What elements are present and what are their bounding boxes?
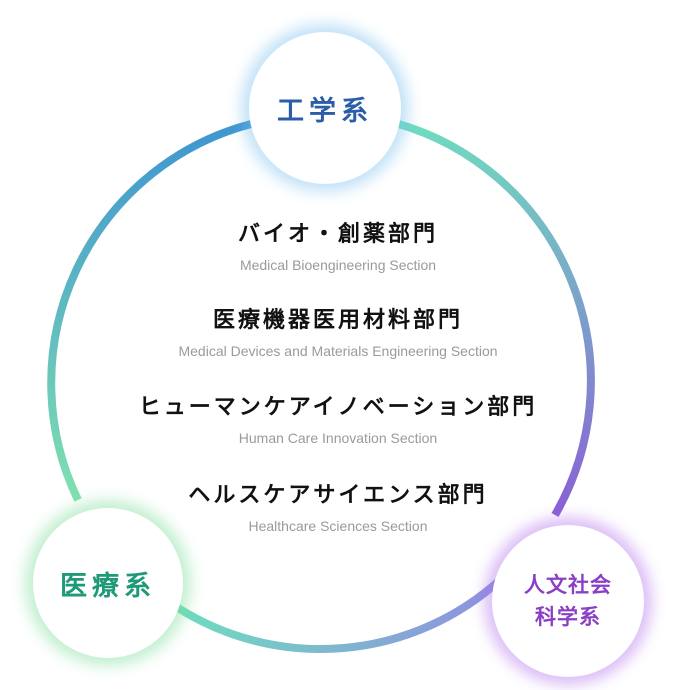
section-healthcare: ヘルスケアサイエンス部門 Healthcare Sciences Section [88, 482, 588, 536]
engineering-label: 工学系 [277, 95, 373, 127]
section-bio-jp: バイオ・創薬部門 [237, 222, 438, 247]
humanities-label: 人文社会 科学系 [524, 573, 612, 629]
medical-node: 医療系 [33, 508, 183, 658]
section-bio: バイオ・創薬部門 Medical Bioengineering Section [88, 221, 588, 275]
ring-arc-bottom [175, 577, 503, 653]
medical-label: 医療系 [60, 570, 156, 602]
humanities-node: 人文社会 科学系 [492, 525, 644, 677]
engineering-node: 工学系 [249, 32, 401, 184]
section-devices-jp: 医療機器医用材料部門 [212, 308, 463, 333]
section-devices-en: Medical Devices and Materials Engineerin… [178, 343, 498, 359]
section-human-care-en: Human Care Innovation Section [238, 430, 438, 446]
ring-arc-right [396, 119, 595, 517]
section-healthcare-jp: ヘルスケアサイエンス部門 [188, 483, 488, 508]
section-human-care: ヒューマンケアイノベーション部門 Human Care Innovation S… [88, 394, 588, 448]
section-healthcare-en: Healthcare Sciences Section [248, 518, 428, 534]
section-human-care-jp: ヒューマンケアイノベーション部門 [138, 395, 538, 420]
section-devices: 医療機器医用材料部門 Medical Devices and Materials… [88, 307, 588, 361]
section-bio-en: Medical Bioengineering Section [239, 257, 437, 273]
ring-arc-left [47, 119, 254, 502]
